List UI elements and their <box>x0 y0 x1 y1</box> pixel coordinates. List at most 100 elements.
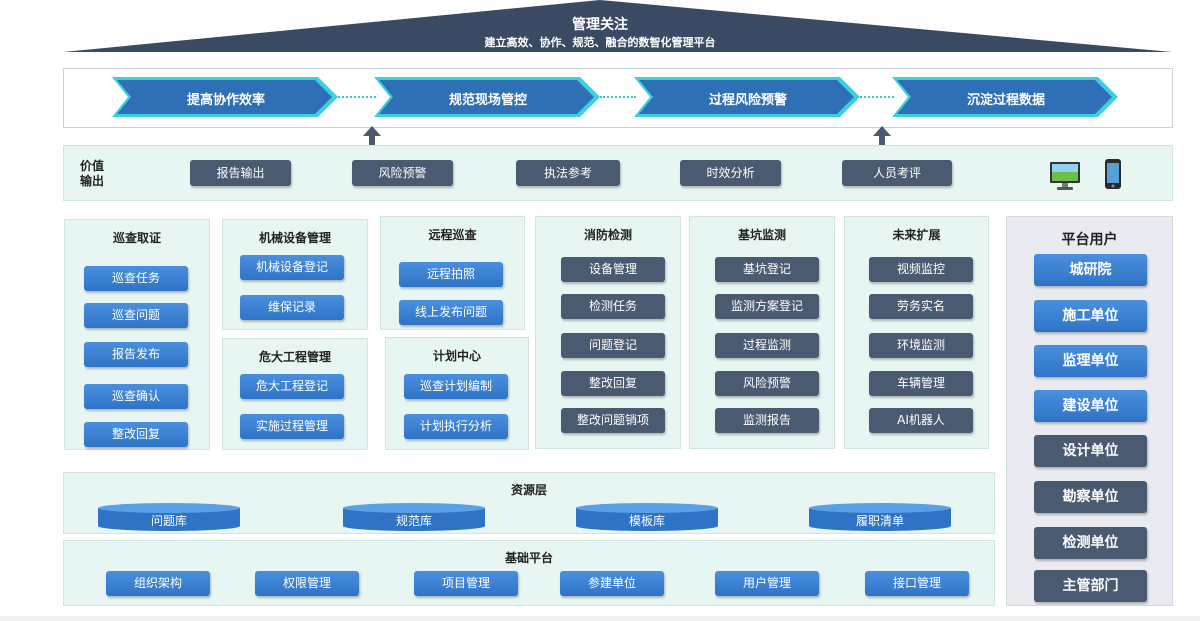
user-button[interactable]: 施工单位 <box>1034 300 1147 332</box>
header-title: 管理关注 <box>572 17 628 33</box>
dotted-connector <box>600 96 636 98</box>
module-button[interactable]: 线上发布问题 <box>399 300 503 325</box>
module-pit: 基坑监测 基坑登记 监测方案登记 过程监测 风险预警 监测报告 <box>689 216 835 449</box>
database-icon[interactable]: 问题库 <box>98 503 240 531</box>
module-button[interactable]: 视频监控 <box>869 257 973 282</box>
module-button[interactable]: 巡查任务 <box>84 266 188 291</box>
module-button[interactable]: 机械设备登记 <box>240 255 344 280</box>
module-future: 未来扩展 视频监控 劳务实名 环境监测 车辆管理 AI机器人 <box>844 216 989 449</box>
phone-icon <box>1105 159 1121 189</box>
module-button[interactable]: 维保记录 <box>240 295 344 320</box>
value-item[interactable]: 报告输出 <box>190 160 291 186</box>
goal-label: 规范现场管控 <box>448 93 527 108</box>
value-title-line2: 输出 <box>80 174 105 188</box>
module-button[interactable]: 检测任务 <box>561 294 665 319</box>
module-button[interactable]: 监测报告 <box>715 408 819 433</box>
module-title: 巡查取证 <box>112 231 161 245</box>
goal-label: 沉淀过程数据 <box>966 93 1045 108</box>
module-title: 计划中心 <box>432 349 481 363</box>
chevron-shape <box>634 77 860 117</box>
platform-button[interactable]: 接口管理 <box>865 571 969 596</box>
module-hazard: 危大工程管理 危大工程登记 实施过程管理 <box>222 338 368 450</box>
module-button[interactable]: 过程监测 <box>715 333 819 358</box>
module-button[interactable]: 报告发布 <box>84 342 188 367</box>
module-button[interactable]: 整改回复 <box>84 422 188 447</box>
module-button[interactable]: 计划执行分析 <box>404 414 508 439</box>
value-item[interactable]: 执法参考 <box>516 160 620 186</box>
module-button[interactable]: 巡查问题 <box>84 303 188 328</box>
module-button[interactable]: AI机器人 <box>869 408 973 433</box>
dotted-connector <box>338 96 376 98</box>
module-button[interactable]: 巡查确认 <box>84 384 188 409</box>
base-platform: 基础平台 组织架构 权限管理 项目管理 参建单位 用户管理 接口管理 <box>63 540 995 606</box>
module-button[interactable]: 问题登记 <box>561 333 665 358</box>
module-button[interactable]: 巡查计划编制 <box>404 374 508 399</box>
module-plan: 计划中心 巡查计划编制 计划执行分析 <box>385 337 529 450</box>
module-button[interactable]: 危大工程登记 <box>240 374 344 399</box>
chevron-shape <box>892 77 1118 117</box>
goal-chevron-4: 沉淀过程数据 <box>892 77 1120 117</box>
module-title: 危大工程管理 <box>258 350 331 364</box>
module-button[interactable]: 整改回复 <box>561 371 665 396</box>
module-button[interactable]: 劳务实名 <box>869 294 973 319</box>
cylinder-shape <box>576 503 718 531</box>
resource-layer: 资源层 问题库 规范库 模板库 履职清单 <box>63 472 995 534</box>
bottom-divider <box>0 616 1200 621</box>
resource-label: 规范库 <box>395 514 432 528</box>
module-button[interactable]: 监测方案登记 <box>715 294 819 319</box>
value-item[interactable]: 人员考评 <box>842 160 952 186</box>
cylinder-shape <box>98 503 240 531</box>
platform-users-panel: 平台用户 城研院 施工单位 监理单位 建设单位 设计单位 勘察单位 检测单位 主… <box>1006 216 1173 606</box>
platform-users-title: 平台用户 <box>1061 232 1118 248</box>
goal-chevron-2: 规范现场管控 <box>374 77 602 117</box>
platform-button[interactable]: 参建单位 <box>560 571 664 596</box>
user-button[interactable]: 监理单位 <box>1034 345 1147 377</box>
module-title: 远程巡查 <box>428 228 477 242</box>
module-button[interactable]: 基坑登记 <box>715 257 819 282</box>
value-output-title: 价值 输出 <box>80 159 120 189</box>
user-button[interactable]: 主管部门 <box>1034 570 1147 602</box>
platform-button[interactable]: 权限管理 <box>255 571 359 596</box>
user-button[interactable]: 建设单位 <box>1034 390 1147 422</box>
database-icon[interactable]: 模板库 <box>576 503 718 531</box>
module-remote: 远程巡查 远程拍照 线上发布问题 <box>380 216 525 330</box>
module-button[interactable]: 整改问题销项 <box>561 408 665 433</box>
database-icon[interactable]: 履职清单 <box>809 503 951 531</box>
user-button[interactable]: 城研院 <box>1034 254 1147 286</box>
module-fire: 消防检测 设备管理 检测任务 问题登记 整改回复 整改问题销项 <box>535 216 681 449</box>
value-item[interactable]: 时效分析 <box>680 160 781 186</box>
resource-layer-title: 资源层 <box>510 483 547 497</box>
module-button[interactable]: 远程拍照 <box>399 262 503 287</box>
chevron-shape <box>112 77 338 117</box>
user-button[interactable]: 勘察单位 <box>1034 481 1147 513</box>
module-button[interactable]: 风险预警 <box>715 371 819 396</box>
module-button[interactable]: 车辆管理 <box>869 371 973 396</box>
value-title-line1: 价值 <box>80 159 105 173</box>
module-button[interactable]: 设备管理 <box>561 257 665 282</box>
goal-chevron-1: 提高协作效率 <box>112 77 340 117</box>
platform-button[interactable]: 组织架构 <box>106 571 210 596</box>
resource-label: 问题库 <box>150 514 187 528</box>
goals-strip: 提高协作效率 规范现场管控 过程风险预警 沉淀过程数据 <box>63 68 1173 128</box>
roof-shape <box>63 0 1172 52</box>
module-title: 机械设备管理 <box>258 231 331 245</box>
user-button[interactable]: 检测单位 <box>1034 527 1147 559</box>
user-button[interactable]: 设计单位 <box>1034 435 1147 467</box>
resource-label: 模板库 <box>628 514 665 528</box>
monitor-icon <box>1050 162 1080 190</box>
module-title: 未来扩展 <box>892 228 941 242</box>
value-item[interactable]: 风险预警 <box>352 160 453 186</box>
module-button[interactable]: 实施过程管理 <box>240 414 344 439</box>
goal-chevron-3: 过程风险预警 <box>634 77 862 117</box>
module-machinery: 机械设备管理 机械设备登记 维保记录 <box>222 219 368 330</box>
module-button[interactable]: 环境监测 <box>869 333 973 358</box>
module-title: 基坑监测 <box>737 228 786 242</box>
base-platform-title: 基础平台 <box>504 551 553 565</box>
cylinder-shape <box>343 503 485 531</box>
platform-button[interactable]: 用户管理 <box>715 571 819 596</box>
database-icon[interactable]: 规范库 <box>343 503 485 531</box>
header-subtitle: 建立高效、协作、规范、融合的数智化管理平台 <box>484 36 716 49</box>
platform-button[interactable]: 项目管理 <box>414 571 518 596</box>
module-title: 消防检测 <box>583 228 632 242</box>
goal-label: 过程风险预警 <box>708 93 787 108</box>
